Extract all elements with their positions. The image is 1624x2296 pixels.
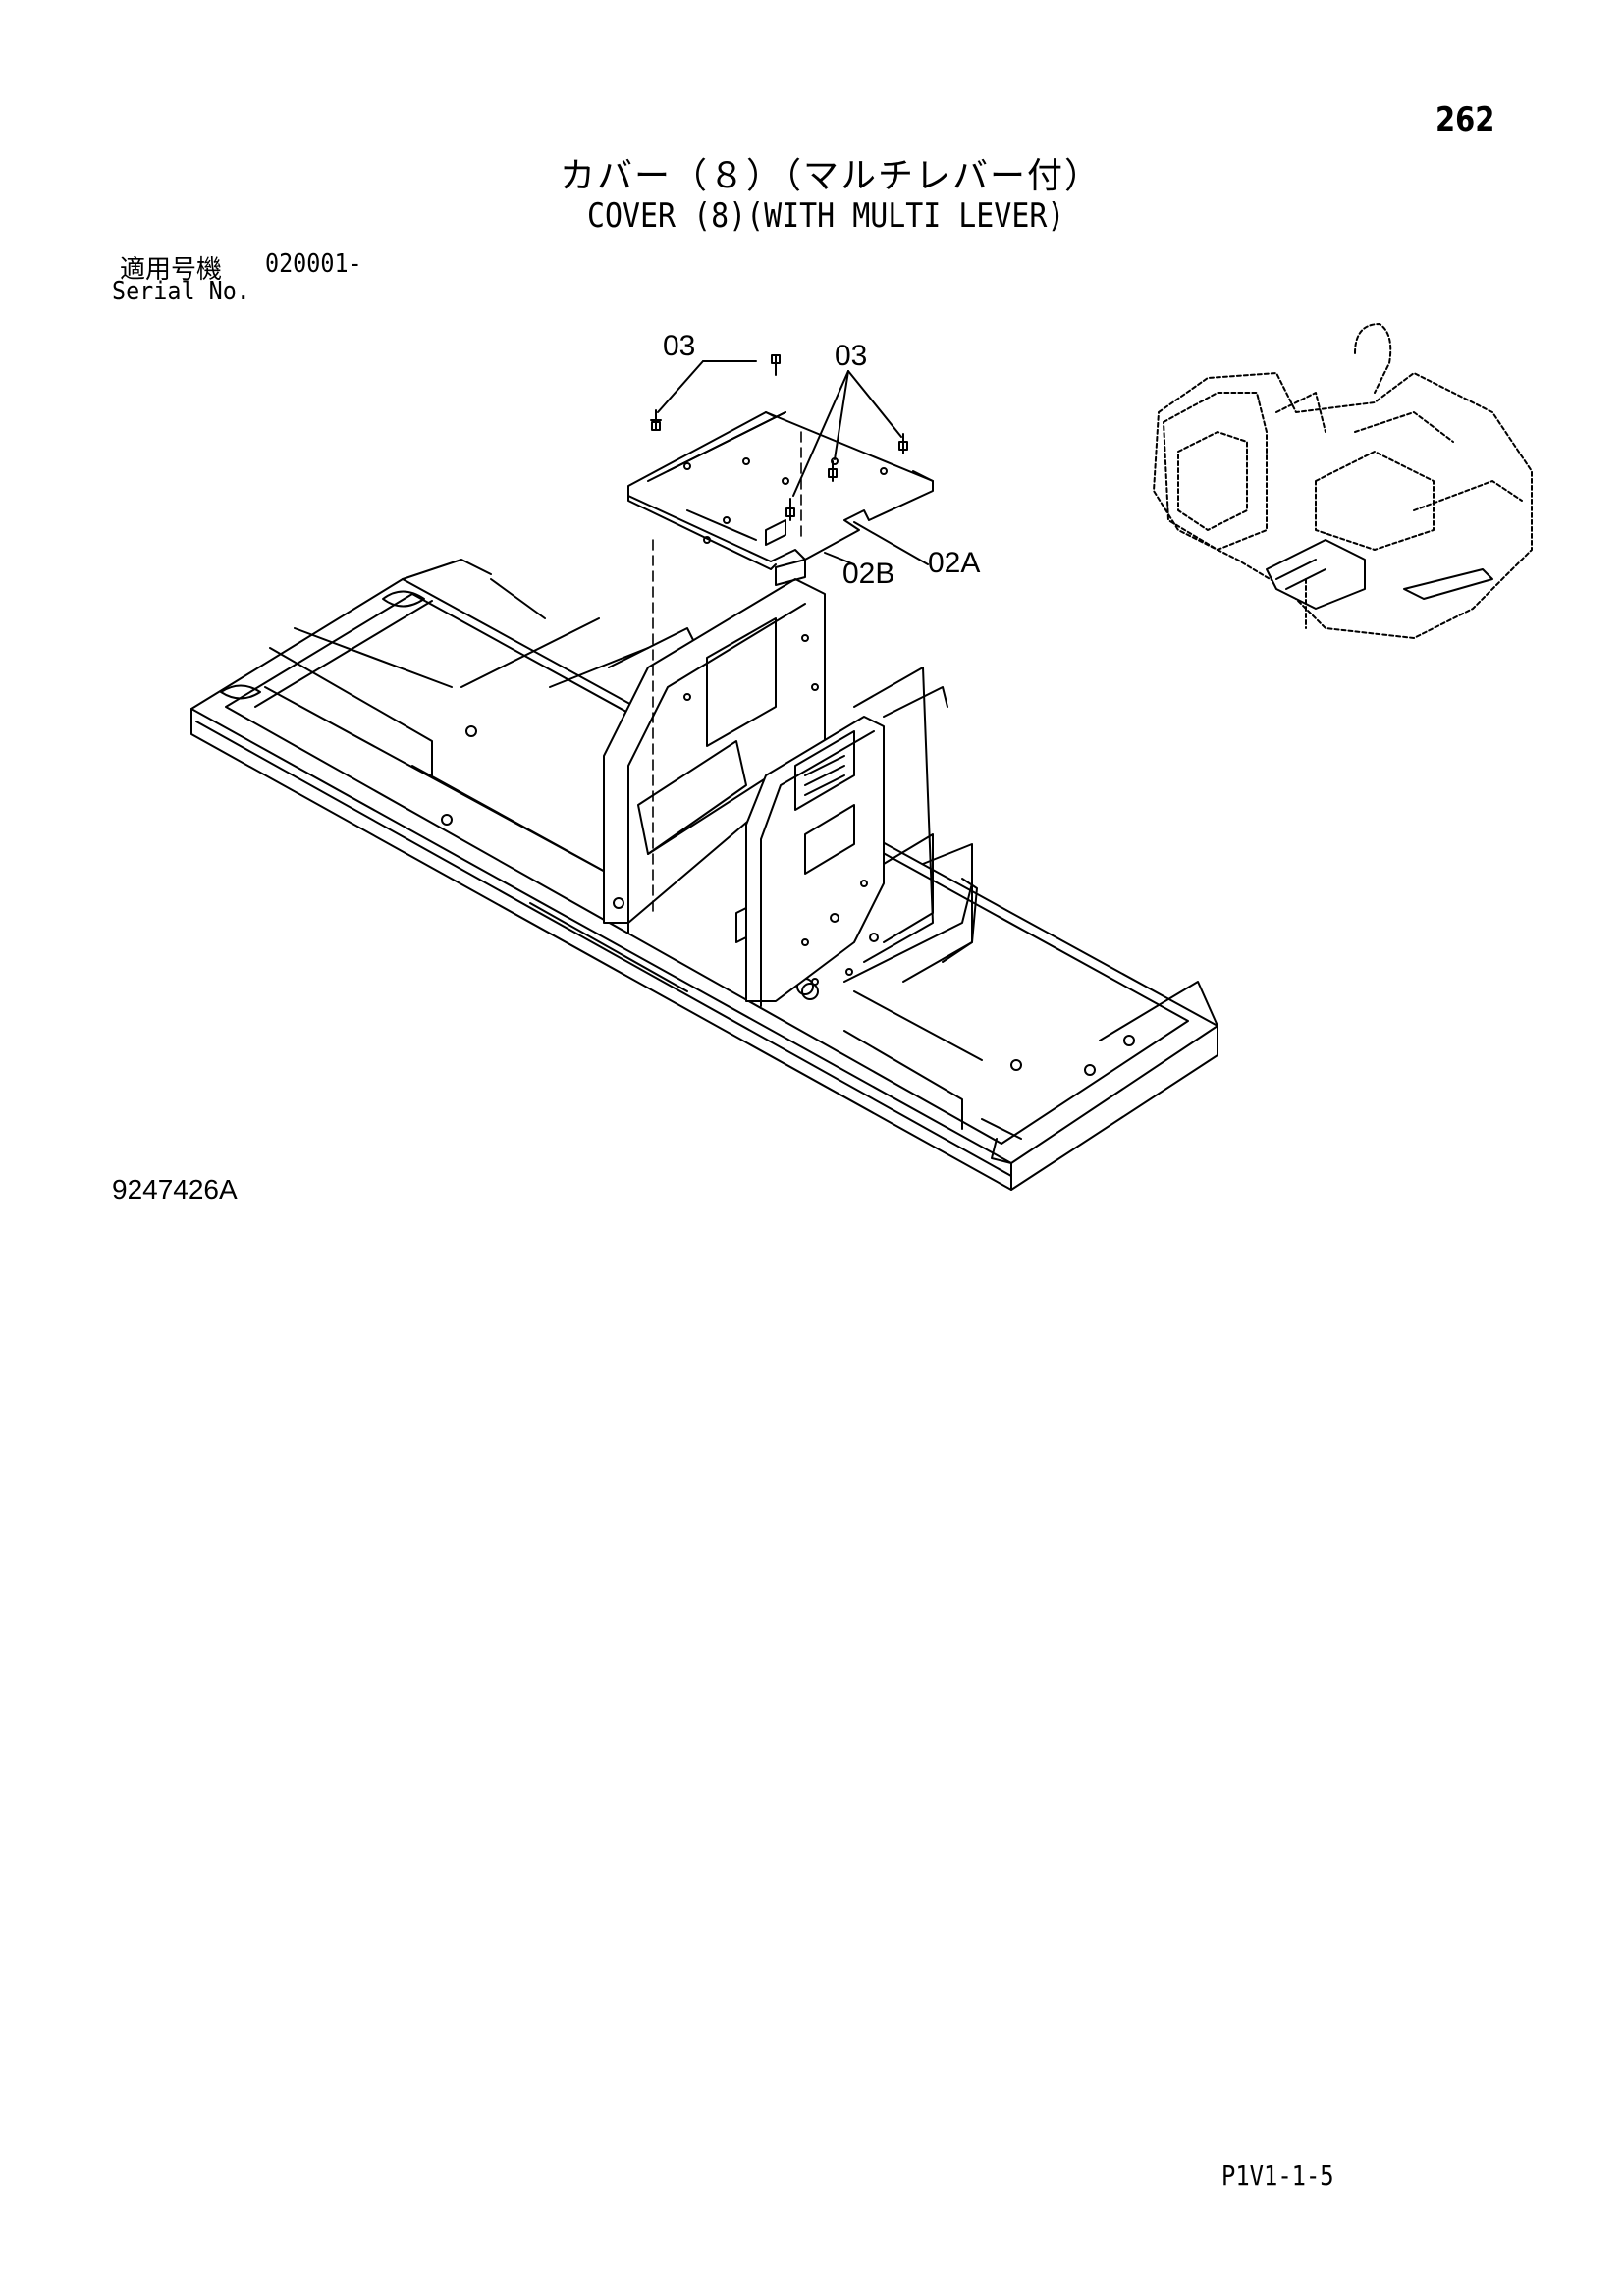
drawing-number: 9247426A: [112, 1174, 238, 1204]
page-title-english: COVER (8)(WITH MULTI LEVER): [587, 196, 1065, 236]
callout-03-left: 03: [663, 330, 695, 362]
page-number: 262: [1435, 100, 1495, 139]
inset-machine-view: [1153, 323, 1533, 639]
leader-lines: [657, 360, 929, 565]
serial-value: 020001-: [265, 249, 362, 279]
base-frame: [190, 559, 1218, 1191]
bolt-icons: [650, 354, 908, 521]
alignment-dashed-lines: [652, 431, 802, 914]
page-reference: P1V1-1-5: [1221, 2160, 1334, 2192]
serial-label-english: Serial No.: [112, 277, 250, 306]
callout-02b: 02B: [842, 558, 894, 590]
left-vertical-panel: [603, 578, 826, 934]
top-cover-plate: [627, 411, 934, 586]
callout-02a: 02A: [928, 547, 980, 579]
serial-label-japanese: 適用号機: [120, 255, 223, 285]
page-title-japanese: カバー（８）（マルチレバー付）: [560, 156, 1103, 196]
right-electrical-panel: [735, 667, 978, 1007]
callout-03-right: 03: [835, 340, 867, 372]
